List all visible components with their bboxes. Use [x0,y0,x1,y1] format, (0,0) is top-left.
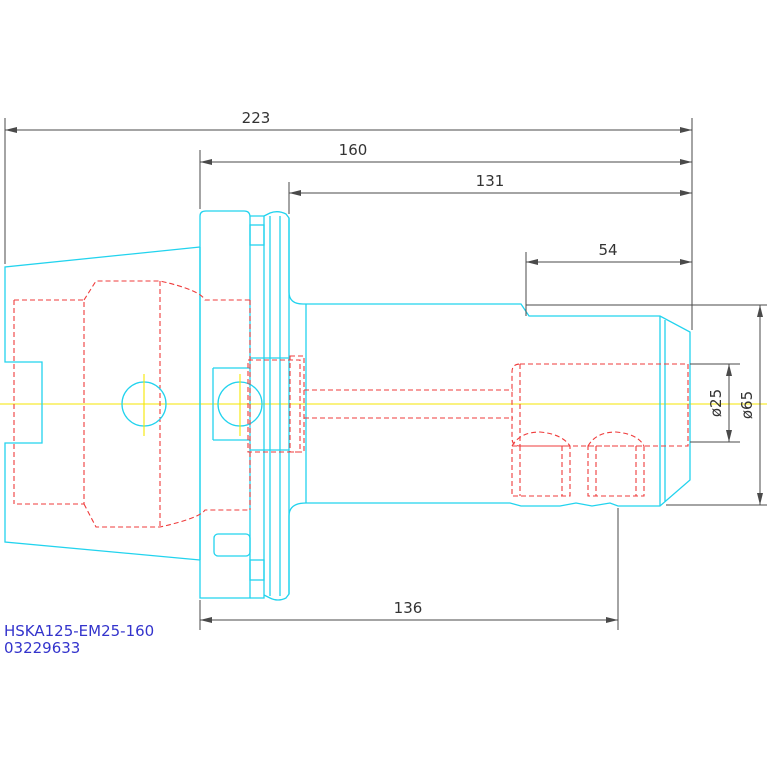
dim-bore-depth: 54 [598,241,617,259]
flange-outline [199,210,290,601]
dim-length-from-collar: 131 [476,172,505,190]
hidden-lines [13,280,689,528]
dim-overall-length: 223 [242,109,271,127]
body-outline [288,218,691,594]
hsk-taper-outline [4,246,201,561]
part-number-label: HSKA125-EM25-160 [4,622,155,640]
cross-hole-markers [121,374,241,436]
article-code-label: 03229633 [4,639,81,657]
dim-gauge-length: 136 [394,599,423,617]
dimension-lines [4,118,767,630]
dim-length-from-flange: 160 [339,141,368,159]
dim-bore-diameter: ø25 [707,389,725,417]
dim-body-diameter: ø65 [738,391,756,419]
